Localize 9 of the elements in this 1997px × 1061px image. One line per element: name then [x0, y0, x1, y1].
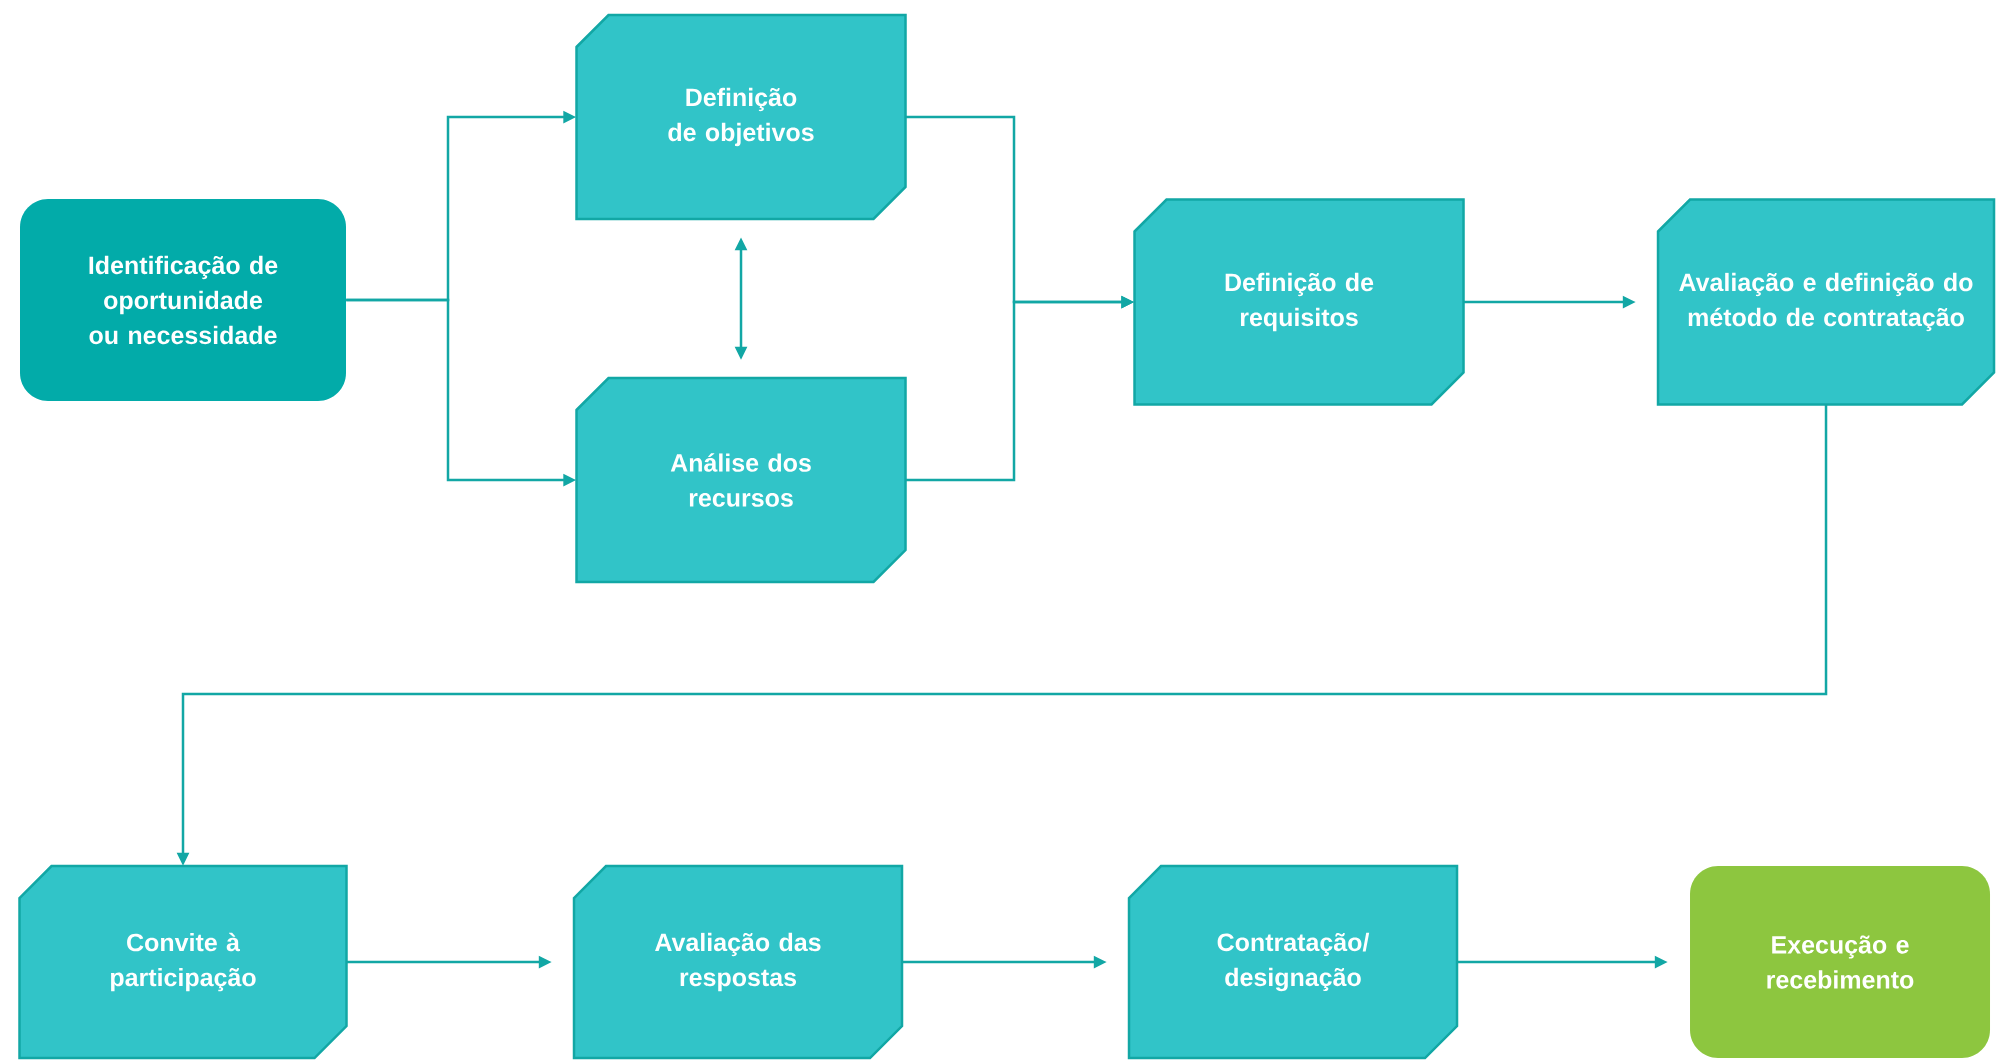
process-box: Avaliação das respostas: [572, 864, 904, 1060]
process-box: Definição de requisitos: [1133, 198, 1465, 406]
process-box: Análise dos recursos: [575, 376, 907, 584]
process-box: Avaliação e definição do método de contratação: [1656, 198, 1996, 406]
process-box: Convite à participação: [18, 864, 348, 1060]
process-box: Contratação/ designação: [1127, 864, 1459, 1060]
terminal-box: Identificação de oportunidade ou necessidade: [20, 199, 346, 401]
terminal-box: Execução e recebimento: [1690, 866, 1990, 1058]
process-box: Definição de objetivos: [575, 13, 907, 221]
